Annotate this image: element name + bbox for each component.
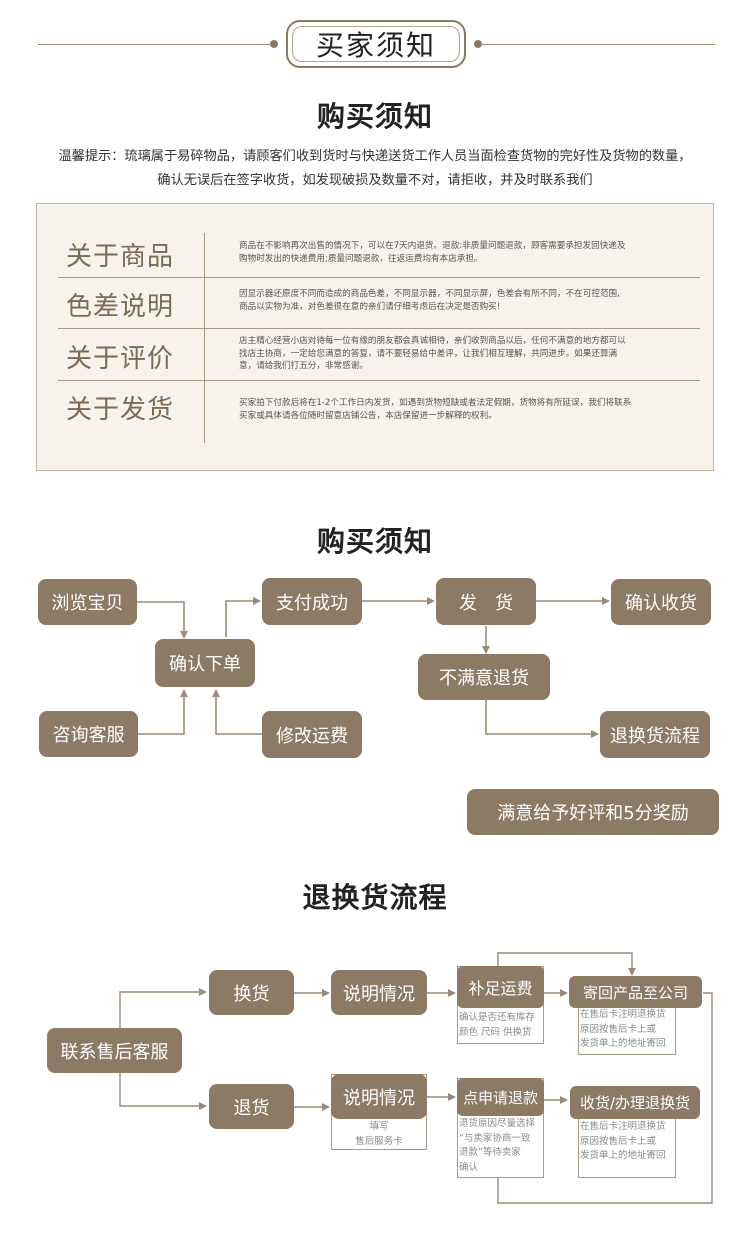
pay-shipping-button[interactable]: 补足运费	[457, 966, 544, 1008]
confirm-order-button[interactable]: 确认下单	[155, 639, 255, 687]
apply-refund-note-line4: 确认	[459, 1161, 479, 1173]
info-text-color-line1: 因显示器还原度不同而造成的商品色差，不同显示器，不同显示屏，色差会有所不同，不在…	[239, 289, 620, 299]
info-text-product: 商品在不影响再次出售的情况下，可以在7天内退货。退款:非质量问题退款，顾客需要承…	[239, 240, 699, 265]
info-text-review-line1: 店主精心经营小店对待每一位有缘的朋友都会真诚相待，亲们收到商品以后，任何不满意的…	[239, 336, 626, 346]
info-text-product-line1: 商品在不影响再次出售的情况下，可以在7天内退货。退款:非质量问题退款，顾客需要承…	[239, 241, 626, 251]
info-divider-2	[58, 328, 700, 329]
return-flow-title: 退换货流程	[302, 881, 448, 914]
send-back-note-line2: 原因按售后卡上或	[580, 1023, 657, 1035]
info-label-product: 关于商品	[66, 242, 175, 272]
info-vertical-divider	[204, 233, 205, 443]
banner-dot-left	[270, 40, 278, 48]
banner-line-left	[38, 44, 274, 45]
pay-success-button[interactable]: 支付成功	[262, 578, 362, 625]
browse-items-button[interactable]: 浏览宝贝	[38, 579, 137, 625]
send-back-button[interactable]: 寄回产品至公司	[569, 976, 702, 1008]
pay-shipping-note-line1: 确认是否还有库存	[459, 1012, 536, 1023]
purchase-flow-title: 购买须知	[316, 525, 433, 558]
banner-dot-right	[474, 40, 482, 48]
pay-shipping-note-line2: 颜色 尺码 供换货	[459, 1026, 532, 1038]
apply-refund-button[interactable]: 点申请退款	[457, 1078, 544, 1116]
receive-note-line2: 原因按售后卡上或	[580, 1135, 657, 1147]
info-text-review: 店主精心经营小店对待每一位有缘的朋友都会真诚相待，亲们收到商品以后，任何不满意的…	[239, 335, 699, 373]
info-text-review-line3: 意，请给我们打五分，非常感谢。	[239, 361, 368, 371]
info-label-color: 色差说明	[66, 292, 175, 322]
info-text-color-line2: 商品以实物为准，对色差很在意的亲们请仔细考虑后在决定是否购买!	[239, 301, 501, 312]
receive-note-line3: 发货单上的地址寄回	[580, 1150, 666, 1161]
info-label-review: 关于评价	[66, 344, 175, 374]
banner-line-right	[480, 44, 715, 45]
return-flow-button[interactable]: 退换货流程	[600, 711, 710, 758]
notice-tip-line2: 确认无误后在签字收货，如发现破损及数量不对，请拒收，并及时联系我们	[157, 173, 593, 188]
explain-return-note: 填写 售后服务卡	[331, 1120, 427, 1149]
ship-button[interactable]: 发 货	[436, 578, 536, 625]
apply-refund-note-line2: “与卖家协商一致	[459, 1132, 531, 1144]
info-text-product-line2: 购物时发出的快递费用;质量问题退款，往返运费均有本店承担。	[239, 253, 483, 264]
explain-return-note-line2: 售后服务卡	[355, 1135, 403, 1147]
return-button[interactable]: 退货	[209, 1084, 294, 1129]
info-text-shipping-line1: 买家拍下付款后将在1-2个工作日内发货，如遇到货物短缺或者法定假期，货物将有所延…	[239, 398, 632, 408]
banner-title-box: 买家须知	[286, 20, 466, 68]
notice-title: 购买须知	[316, 100, 433, 133]
banner-title: 买家须知	[315, 29, 436, 62]
apply-refund-note-line3: 退款”等待卖家	[459, 1147, 521, 1158]
notice-tip-line1: 温馨提示：琉璃属于易碎物品，请顾客们收到货时与快递送货工作人员当面检查货物的完好…	[58, 149, 692, 164]
receive-note-line1: 在售后卡注明退换货	[580, 1121, 666, 1132]
satisfied-rating-button[interactable]: 满意给予好评和5分奖励	[467, 789, 719, 835]
confirm-receipt-button[interactable]: 确认收货	[611, 579, 711, 625]
info-divider-1	[58, 277, 700, 278]
info-panel	[36, 203, 714, 471]
pay-shipping-note: 确认是否还有库存 颜色 尺码 供换货	[459, 1011, 543, 1040]
receive-note: 在售后卡注明退换货 原因按售后卡上或 发货单上的地址寄回	[580, 1120, 676, 1164]
receive-process-button[interactable]: 收货/办理退换货	[570, 1086, 700, 1119]
info-label-shipping: 关于发货	[66, 395, 175, 425]
info-text-color: 因显示器还原度不同而造成的商品色差，不同显示器，不同显示屏，色差会有所不同，不在…	[239, 288, 699, 313]
info-text-shipping: 买家拍下付款后将在1-2个工作日内发货，如遇到货物短缺或者法定假期，货物将有所延…	[239, 397, 699, 422]
send-back-note-line1: 在售后卡注明退换货	[580, 1009, 666, 1020]
info-text-shipping-line2: 买家或具体请各位随时留意店铺公告，本店保留进一步解释的权利。	[239, 410, 497, 421]
modify-shipping-button[interactable]: 修改运费	[262, 711, 362, 758]
apply-refund-note: 退货原因尽量选择 “与卖家协商一致 退款”等待卖家 确认	[459, 1117, 545, 1175]
info-text-review-line2: 找店主协商，一定给您满意的答复，请不要轻易给中差评，让我们相互理解，共同进步。如…	[239, 348, 618, 359]
exchange-button[interactable]: 换货	[209, 970, 294, 1015]
explain-return-note-line1: 填写	[369, 1121, 389, 1132]
apply-refund-note-line1: 退货原因尽量选择	[459, 1118, 536, 1129]
unsatisfied-return-button[interactable]: 不满意退货	[418, 654, 550, 700]
send-back-note: 在售后卡注明退换货 原因按售后卡上或 发货单上的地址寄回	[580, 1008, 676, 1052]
contact-service-button[interactable]: 联系售后客服	[47, 1028, 182, 1073]
explain-situation-exchange-button[interactable]: 说明情况	[331, 970, 427, 1015]
send-back-note-line3: 发货单上的地址寄回	[580, 1038, 666, 1049]
info-divider-3	[58, 380, 700, 381]
explain-situation-return-button[interactable]: 说明情况	[331, 1074, 427, 1119]
consult-service-button[interactable]: 咨询客服	[39, 711, 138, 757]
